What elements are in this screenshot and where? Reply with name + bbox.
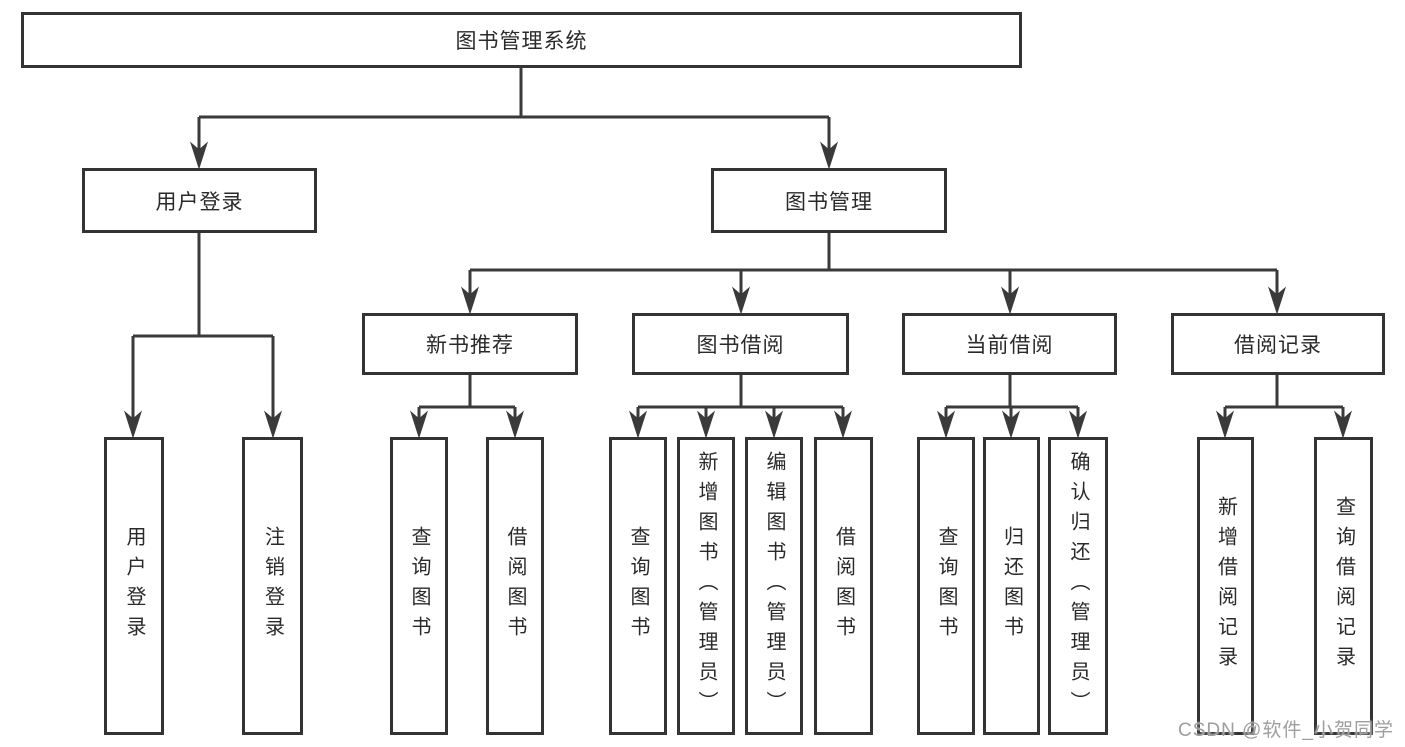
leaf-return-book: 归还图书	[983, 437, 1040, 735]
csdn-watermark: CSDN @软件_小贺同学	[1178, 720, 1394, 741]
leaf-query-books-current-label: 查询图书	[935, 526, 957, 646]
leaf-edit-book-admin-label: 编辑图书（管理员）	[763, 451, 785, 721]
leaf-query-borrow-record-label: 查询借阅记录	[1332, 496, 1355, 676]
leaf-confirm-return-admin: 确认归还（管理员）	[1048, 437, 1108, 735]
leaf-add-book-admin: 新增图书（管理员）	[677, 437, 735, 735]
node-book-borrow-label: 图书借阅	[696, 334, 785, 357]
connector-book-management-branch	[460, 233, 1287, 315]
node-user-login: 用户登录	[82, 168, 317, 233]
leaf-query-books-borrow-label: 查询图书	[627, 526, 649, 646]
node-root: 图书管理系统	[21, 12, 1022, 68]
leaf-query-books-current: 查询图书	[917, 437, 975, 735]
leaf-edit-book-admin: 编辑图书（管理员）	[745, 437, 803, 735]
leaf-query-books-recommend-label: 查询图书	[408, 526, 430, 646]
leaf-confirm-return-admin-label: 确认归还（管理员）	[1067, 451, 1089, 721]
leaf-user-login-label: 用户登录	[123, 526, 145, 646]
node-current-borrow-label: 当前借阅	[965, 334, 1054, 357]
leaf-borrow-books-2-label: 借阅图书	[832, 526, 855, 646]
node-new-book-recommend-label: 新书推荐	[426, 334, 514, 357]
leaf-logout-label: 注销登录	[261, 526, 284, 646]
node-book-management-label: 图书管理	[785, 190, 873, 214]
leaf-add-borrow-record: 新增借阅记录	[1197, 437, 1254, 735]
leaf-query-borrow-record: 查询借阅记录	[1314, 437, 1373, 735]
node-root-label: 图书管理系统	[455, 30, 588, 53]
node-borrow-records-label: 借阅记录	[1234, 334, 1322, 357]
leaf-add-borrow-record-label: 新增借阅记录	[1214, 496, 1237, 676]
leaf-query-books-borrow: 查询图书	[609, 437, 667, 735]
node-new-book-recommend: 新书推荐	[362, 313, 578, 375]
node-current-borrow: 当前借阅	[902, 313, 1117, 375]
leaf-borrow-books-2: 借阅图书	[814, 437, 873, 735]
leaf-query-books-recommend: 查询图书	[390, 437, 448, 735]
node-user-login-label: 用户登录	[155, 190, 244, 214]
leaf-borrow-books-recommend-label: 借阅图书	[504, 526, 526, 646]
node-borrow-records: 借阅记录	[1171, 313, 1385, 375]
connector-user-login-branch	[123, 233, 283, 439]
node-book-management: 图书管理	[711, 168, 947, 233]
leaf-logout: 注销登录	[242, 437, 303, 735]
connector-borrow-records-branch	[1215, 375, 1353, 439]
leaf-user-login: 用户登录	[104, 437, 164, 735]
connector-new-book-branch	[409, 375, 525, 439]
leaf-add-book-admin-label: 新增图书（管理员）	[695, 451, 717, 721]
leaf-borrow-books-recommend: 借阅图书	[486, 437, 544, 735]
connector-root-to-level2	[189, 68, 839, 170]
connector-book-borrow-branch	[628, 375, 853, 439]
leaf-return-book-label: 归还图书	[1000, 526, 1023, 646]
connector-current-borrow-branch	[936, 375, 1088, 439]
node-book-borrow: 图书借阅	[632, 313, 849, 375]
